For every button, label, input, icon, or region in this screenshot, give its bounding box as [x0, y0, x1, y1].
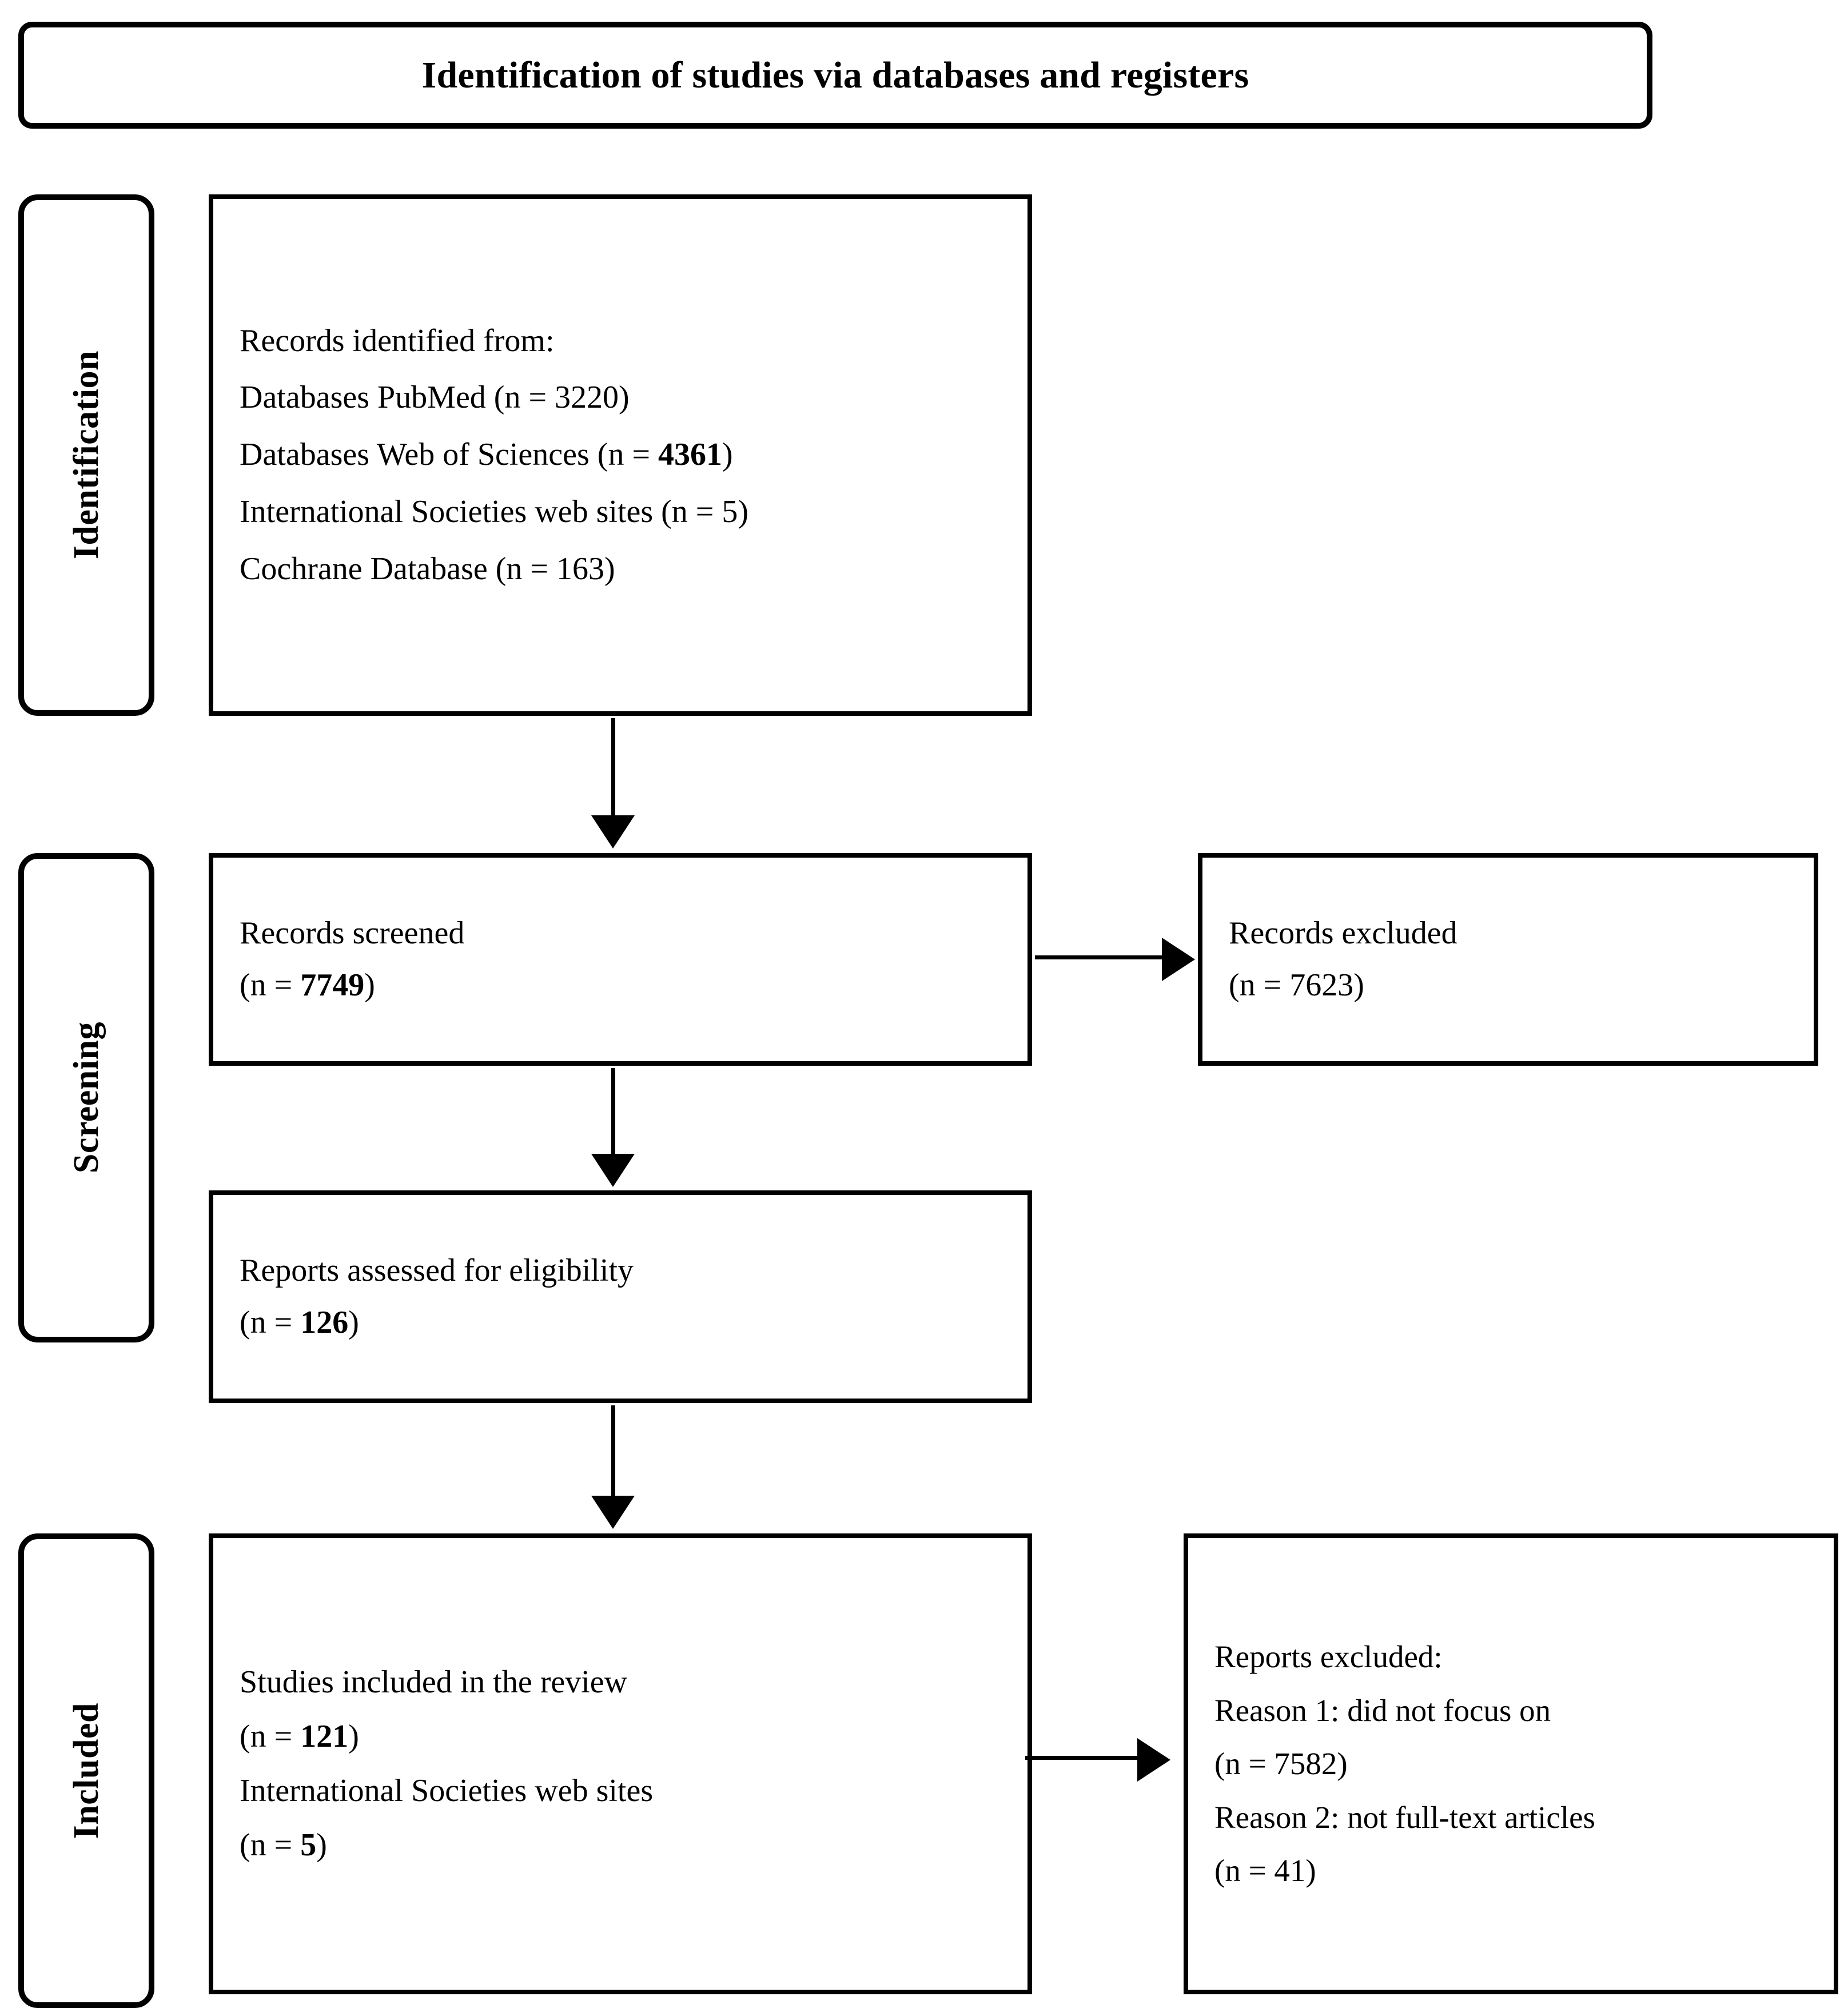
box-records-identified: Records identified from: Databases PubMe… [209, 194, 1032, 716]
eligibility-count: (n = 126) [240, 1305, 359, 1340]
arrow-shaft [611, 718, 615, 816]
box-records-screened: Records screened (n = 7749) [209, 853, 1032, 1066]
stage-label-identification-text: Identification [66, 350, 106, 560]
reports-excluded-title: Reports excluded: [1214, 1639, 1443, 1675]
arrow-shaft [1035, 955, 1164, 959]
eligibility-title: Reports assessed for eligibility [240, 1253, 634, 1289]
arrow-shaft [611, 1068, 615, 1155]
records-identified-heading: Records identified from: [240, 322, 555, 358]
arrow-head-down-icon [591, 815, 635, 848]
studies-included-count: (n = 121) [240, 1718, 359, 1754]
box-reports-assessed-eligibility: Reports assessed for eligibility (n = 12… [209, 1190, 1032, 1403]
records-identified-source-cochrane: Cochrane Database (n = 163) [240, 551, 615, 587]
studies-included-secondary-title: International Societies web sites [240, 1773, 654, 1808]
arrow-shaft [611, 1405, 615, 1497]
box-reports-excluded: Reports excluded: Reason 1: did not focu… [1184, 1533, 1838, 1994]
arrow-head-down-icon [591, 1154, 635, 1187]
records-excluded-count: (n = 7623) [1229, 967, 1364, 1003]
records-identified-source-societies: International Societies web sites (n = 5… [240, 493, 749, 529]
stage-label-included: Included [18, 1533, 154, 2008]
box-studies-included: Studies included in the review (n = 121)… [209, 1533, 1032, 1994]
diagram-title-banner: Identification of studies via databases … [18, 22, 1652, 129]
arrow-head-down-icon [591, 1496, 635, 1529]
arrow-shaft [1025, 1756, 1140, 1760]
stage-label-identification: Identification [18, 194, 154, 716]
stage-label-screening-text: Screening [66, 1022, 106, 1174]
arrow-head-right-icon [1137, 1738, 1170, 1782]
records-screened-title: Records screened [240, 915, 465, 951]
records-screened-count: (n = 7749) [240, 967, 375, 1003]
stage-label-included-text: Included [66, 1702, 106, 1839]
studies-included-secondary-count: (n = 5) [240, 1827, 327, 1863]
box-records-excluded: Records excluded (n = 7623) [1198, 853, 1818, 1066]
stage-label-screening: Screening [18, 853, 154, 1342]
page-title: Identification of studies via databases … [421, 54, 1249, 96]
reports-excluded-reason-1: Reason 1: did not focus on [1214, 1692, 1551, 1728]
records-excluded-title: Records excluded [1229, 915, 1457, 951]
reports-excluded-reason-2: Reason 2: not full-text articles [1214, 1799, 1595, 1835]
reports-excluded-reason-2-count: (n = 41) [1214, 1853, 1316, 1889]
arrow-head-right-icon [1162, 938, 1195, 981]
records-identified-source-wos: Databases Web of Sciences (n = 4361) [240, 437, 733, 473]
reports-excluded-reason-1-count: (n = 7582) [1214, 1746, 1348, 1782]
studies-included-title: Studies included in the review [240, 1664, 628, 1700]
records-identified-source-pubmed: Databases PubMed (n = 3220) [240, 380, 630, 416]
